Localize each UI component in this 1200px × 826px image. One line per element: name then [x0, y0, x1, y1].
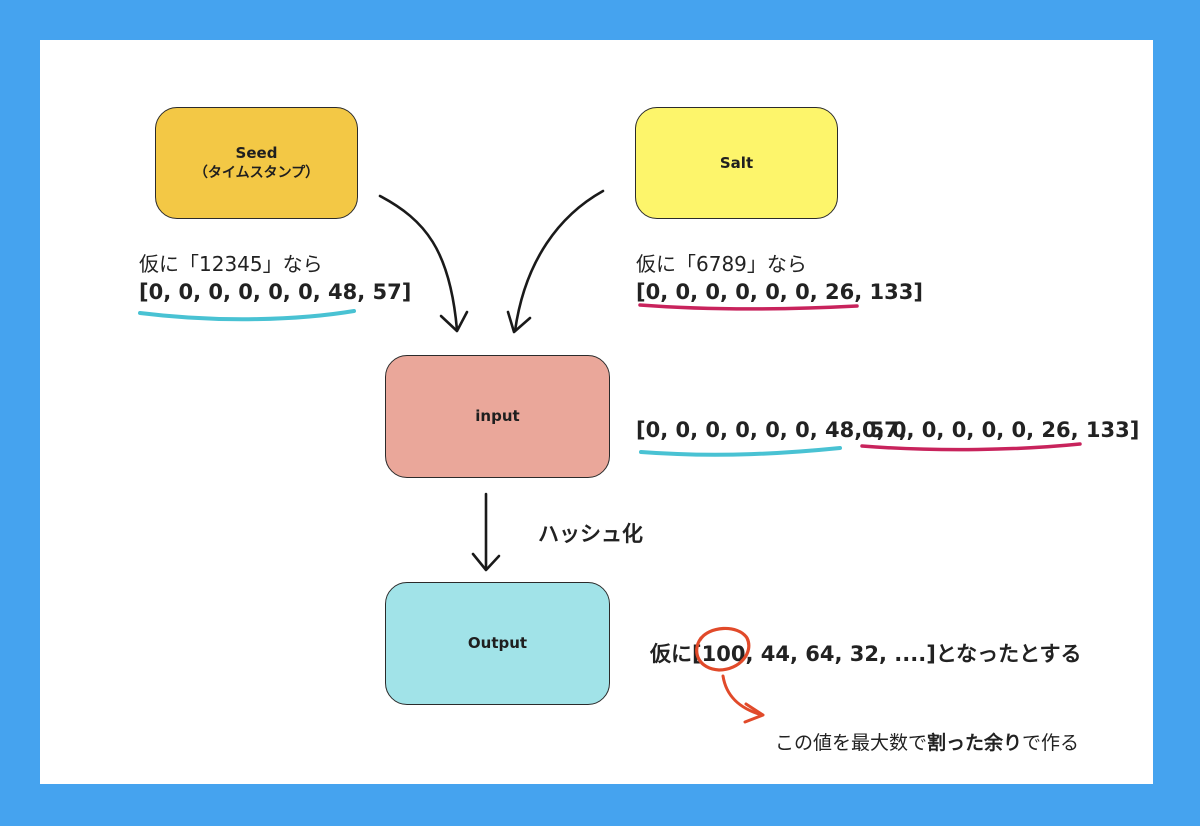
- output-note-prefix: 仮に[: [650, 642, 702, 666]
- output-label: Output: [467, 634, 528, 653]
- arrow-icon: [721, 674, 765, 724]
- salt-note-text: 仮に「6789」なら: [636, 252, 807, 276]
- salt-node: Salt: [635, 107, 838, 219]
- hash-label: ハッシュ化: [538, 522, 643, 546]
- circle-highlight: [695, 626, 751, 672]
- arrow-icon: [506, 189, 605, 334]
- output-note-highlight: 100,: [701, 642, 754, 666]
- arrow-icon: [471, 492, 501, 572]
- remainder-note-part3: で作る: [1022, 732, 1080, 754]
- salt-array: [0, 0, 0, 0, 0, 0, 26, 133]: [636, 280, 923, 304]
- seed-array: [0, 0, 0, 0, 0, 0, 48, 57]: [139, 280, 412, 304]
- input-array-seed-part: [0, 0, 0, 0, 0, 0, 48, 57,: [636, 418, 907, 442]
- input-salt-underline: [860, 442, 1082, 452]
- remainder-note: この値を最大数で割った余りで作る: [775, 728, 1079, 755]
- input-node: input: [385, 355, 610, 478]
- output-note-rest: 44, 64, 32, ....]となったとする: [760, 642, 1082, 666]
- input-array-salt-part: 0, 0, 0, 0, 0, 0, 26, 133]: [862, 418, 1140, 442]
- seed-note-text: 仮に「12345」なら: [139, 252, 323, 276]
- output-note: 仮に[100, 44, 64, 32, ....]となったとする: [650, 638, 1082, 668]
- input-label: input: [475, 407, 520, 426]
- seed-array-underline: [138, 309, 356, 322]
- salt-array-underline: [638, 303, 859, 311]
- seed-node: Seed （タイムスタンプ）: [155, 107, 358, 219]
- seed-sublabel: （タイムスタンプ）: [193, 164, 320, 181]
- remainder-note-part2: 割った余り: [927, 732, 1023, 754]
- salt-label: Salt: [719, 153, 754, 172]
- input-seed-underline: [639, 446, 842, 457]
- remainder-note-part1: この値を最大数で: [775, 732, 928, 754]
- arrow-icon: [378, 194, 469, 333]
- seed-label: Seed: [235, 144, 278, 163]
- output-node: Output: [385, 582, 610, 705]
